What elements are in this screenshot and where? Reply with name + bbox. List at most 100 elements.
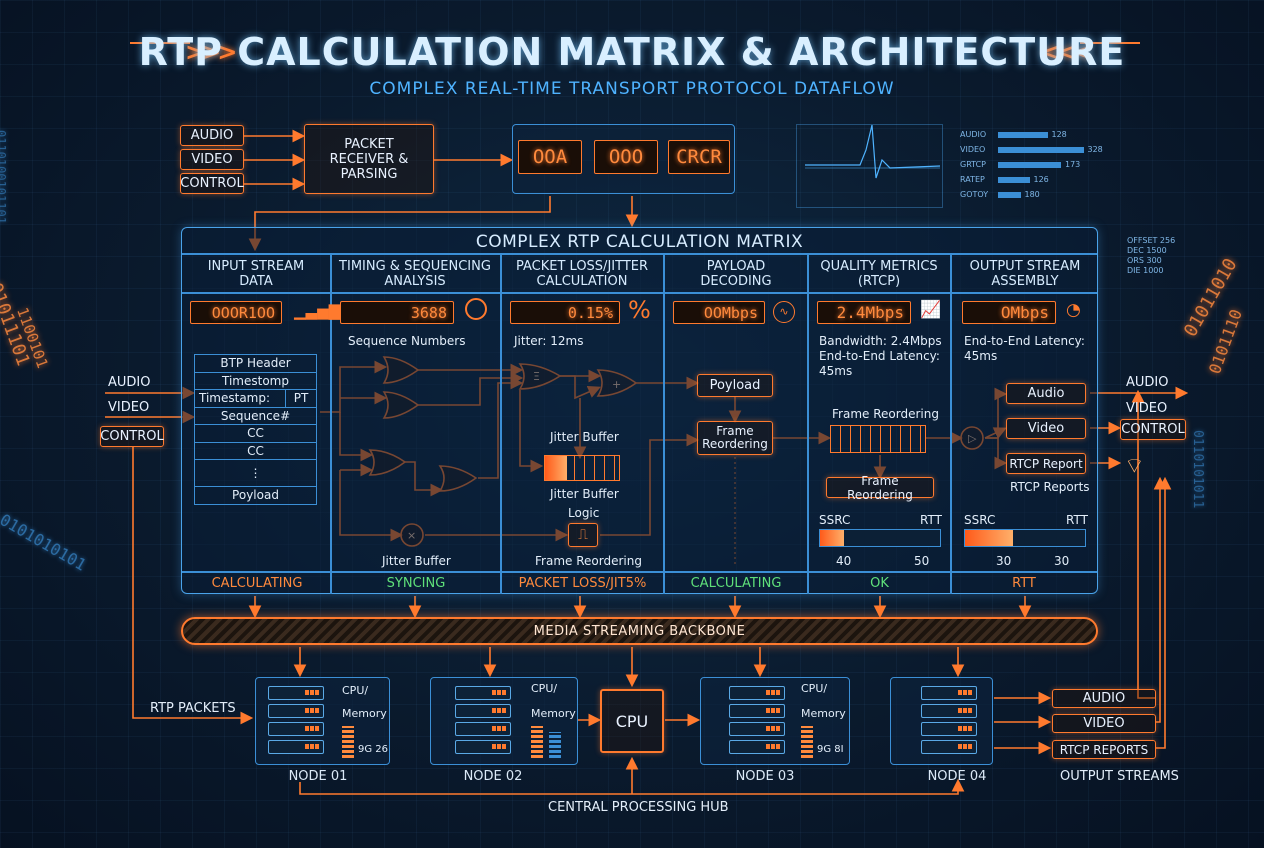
col-title-output: OUTPUT STREAM ASSEMBLY: [969, 259, 1081, 289]
frame-reordering-label: Frame Reordering: [535, 554, 642, 568]
col-title-timing: TIMING & SEQUENCING ANALYSIS: [339, 259, 491, 289]
left-stream-audio: AUDIO: [108, 375, 151, 390]
status-output: RTT: [1012, 576, 1036, 591]
status-input: CALCULATING: [211, 576, 303, 591]
jitter-buffer-label-2: Jitter Buffer: [550, 487, 619, 501]
clock-icon: [465, 298, 487, 320]
node-load-bar: [549, 732, 561, 758]
stream-rate-label: AUDIO: [960, 130, 987, 139]
page-title: RTP CALCULATION MATRIX & ARCHITECTURE: [138, 30, 1126, 74]
matrix-divider: [500, 254, 502, 594]
server-rack-icon: [268, 722, 324, 736]
satellite-dish-icon: ⌔: [1124, 454, 1145, 479]
matrix-divider: [182, 253, 1097, 255]
display-timing: 3688: [340, 301, 454, 324]
server-rack-icon: [729, 722, 785, 736]
matrix-divider: [182, 292, 1097, 294]
tick-label: 50: [914, 554, 930, 568]
quality-meter: [819, 529, 941, 547]
top-display-3: CRCR: [668, 140, 730, 174]
table-row: Timestomp: [195, 373, 316, 390]
display-output: OMbps: [962, 301, 1056, 324]
output-audio: AUDIO: [1052, 689, 1156, 708]
stream-rate-bar: [998, 147, 1084, 153]
output-video: VIDEO: [1052, 714, 1156, 733]
node-label: NODE 04: [927, 769, 987, 784]
status-timing: SYNCING: [386, 576, 446, 591]
matrix-divider: [330, 254, 332, 594]
stream-rate-label: GOTOY: [960, 190, 989, 199]
title-accent-line: [130, 42, 190, 44]
node-cpu-label: CPU/: [342, 684, 369, 697]
server-rack-icon: [268, 740, 324, 754]
tick-label: 40: [836, 554, 852, 568]
output-meter: [964, 529, 1086, 547]
stream-rate-value: 180: [1024, 190, 1040, 199]
meter-fill: [965, 530, 1013, 546]
stream-rate-value: 328: [1087, 145, 1103, 154]
logic-label: Logic: [568, 506, 600, 520]
sequence-numbers-label: Sequence Numbers: [348, 334, 466, 348]
stream-rate-bar: [998, 192, 1021, 198]
display-payload: OOMbps: [673, 301, 765, 324]
node-02: CPU/ Memory: [430, 677, 578, 765]
media-backbone: [181, 617, 1098, 645]
node-readout: 9G 26: [358, 744, 389, 755]
node-label: NODE 01: [288, 769, 348, 784]
title-accent-line: [1080, 42, 1140, 44]
stream-rate-value: 128: [1051, 130, 1067, 139]
status-payload: CALCULATING: [690, 576, 782, 591]
rtt-label: RTT: [1066, 513, 1088, 527]
bandwidth-label: Bandwidth: 2.4Mbps: [819, 334, 942, 348]
right-status-item: ORS 300: [1127, 256, 1162, 265]
matrix-divider: [807, 254, 809, 594]
ssrc-label: SSRC: [964, 513, 996, 527]
backbone-label: MEDIA STREAMING BACKBONE: [533, 624, 746, 639]
table-row: ⋮: [195, 460, 316, 487]
display-quality: 2.4Mbps: [817, 301, 911, 324]
stream-rate-bar: [998, 177, 1030, 183]
node-memory-label: Memory: [531, 707, 576, 720]
gauge-icon: ◔: [1066, 300, 1081, 320]
ssrc-label: SSRC: [819, 513, 851, 527]
node-load-bar: [342, 726, 354, 758]
server-rack-icon: [455, 686, 511, 700]
top-display-2: OOO: [594, 140, 658, 174]
matrix-divider: [182, 571, 1097, 573]
stream-rate-value: 126: [1033, 175, 1049, 184]
stream-rate-bar: [998, 162, 1061, 168]
server-rack-icon: [729, 686, 785, 700]
table-cell: Timestamp:: [195, 390, 286, 407]
node-readout: 9G 8I: [817, 744, 844, 755]
tick-label: 30: [1054, 554, 1070, 568]
server-rack-icon: [455, 722, 511, 736]
server-rack-icon: [921, 722, 977, 736]
trend-chart-icon: 📈: [920, 300, 942, 320]
output-rtcp-reports: RTCP REPORTS: [1052, 740, 1156, 759]
col-title-loss: PACKET LOSS/JITTER CALCULATION: [515, 259, 649, 289]
waveform-icon: ∿: [773, 301, 795, 323]
step-function-icon: ⎍: [568, 523, 598, 547]
server-rack-icon: [921, 704, 977, 718]
packet-receiver-box: PACKET RECEIVER & PARSING: [304, 124, 434, 194]
output-audio-box: Audio: [1006, 383, 1086, 404]
node-load-bar: [801, 726, 813, 758]
frame-buffer-graphic: [830, 425, 926, 453]
stream-rate-bar: [998, 132, 1048, 138]
node-memory-label: Memory: [801, 707, 846, 720]
server-rack-icon: [921, 686, 977, 700]
output-rtcp-box: RTCP Report: [1006, 453, 1086, 474]
stream-rate-label: VIDEO: [960, 145, 986, 154]
cpu-chip: CPU: [600, 689, 664, 753]
node-cpu-label: CPU/: [531, 682, 558, 695]
status-quality: OK: [870, 576, 889, 591]
frame-reordering-label: Frame Reordering: [832, 407, 939, 421]
node-cpu-label: CPU/: [801, 682, 828, 695]
right-stream-audio: AUDIO: [1126, 375, 1169, 390]
right-stream-video: VIDEO: [1126, 401, 1168, 416]
right-status-item: DIE 1000: [1127, 266, 1164, 275]
node-load-bar: [531, 726, 543, 758]
left-stream-video: VIDEO: [108, 400, 150, 415]
output-latency-label: End-to-End Latency: 45ms: [964, 334, 1085, 363]
display-loss: 0.15%: [510, 301, 620, 324]
